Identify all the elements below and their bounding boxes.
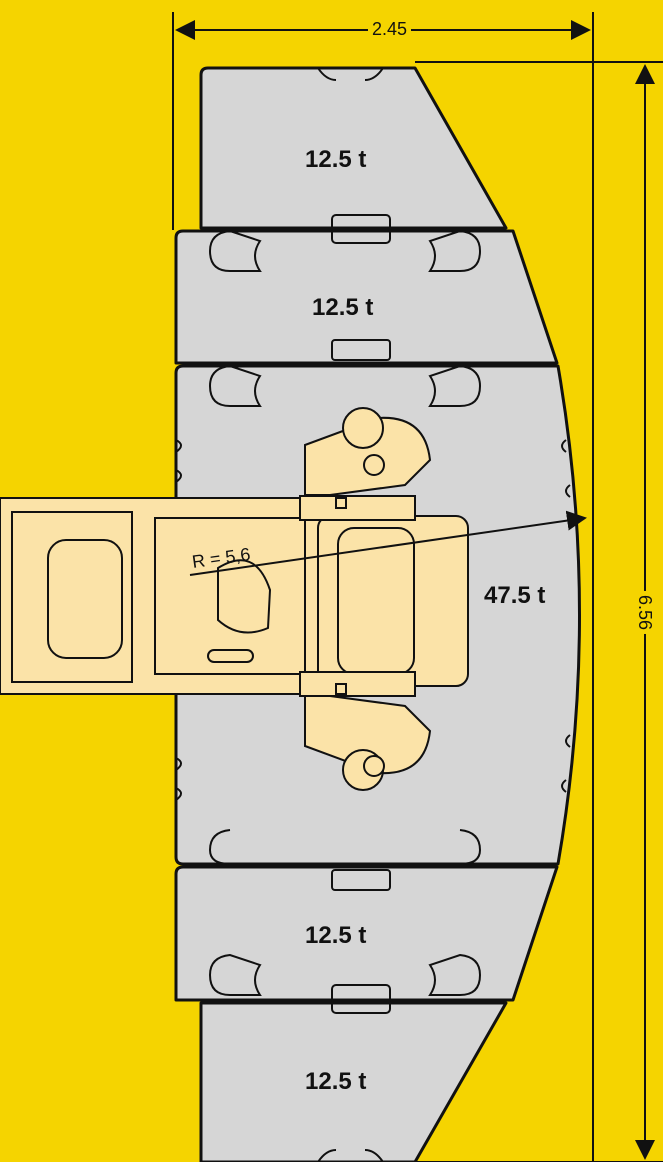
vehicle-center-shape — [217, 559, 272, 634]
segment-5-weight: 12.5 t — [305, 1068, 367, 1095]
plate-segment-2 — [174, 229, 559, 365]
segment-3-weight: 47.5 t — [484, 582, 546, 609]
segment-4-weight: 12.5 t — [305, 922, 367, 949]
length-dimension-label: 6.56 — [634, 590, 656, 635]
width-dimension-label: 2.45 — [368, 19, 412, 40]
radius-line — [189, 510, 587, 576]
vehicle — [0, 407, 469, 791]
segment-1-weight: 12.5 t — [305, 146, 367, 173]
vehicle-turntable — [154, 517, 306, 675]
plate-connectors — [175, 67, 571, 1162]
plate-segment-5 — [199, 1001, 508, 1162]
plate-segment-4 — [174, 865, 559, 1002]
dimensions — [172, 12, 663, 1162]
plate-segment-1 — [199, 66, 508, 230]
segment-2-weight: 12.5 t — [312, 294, 374, 321]
